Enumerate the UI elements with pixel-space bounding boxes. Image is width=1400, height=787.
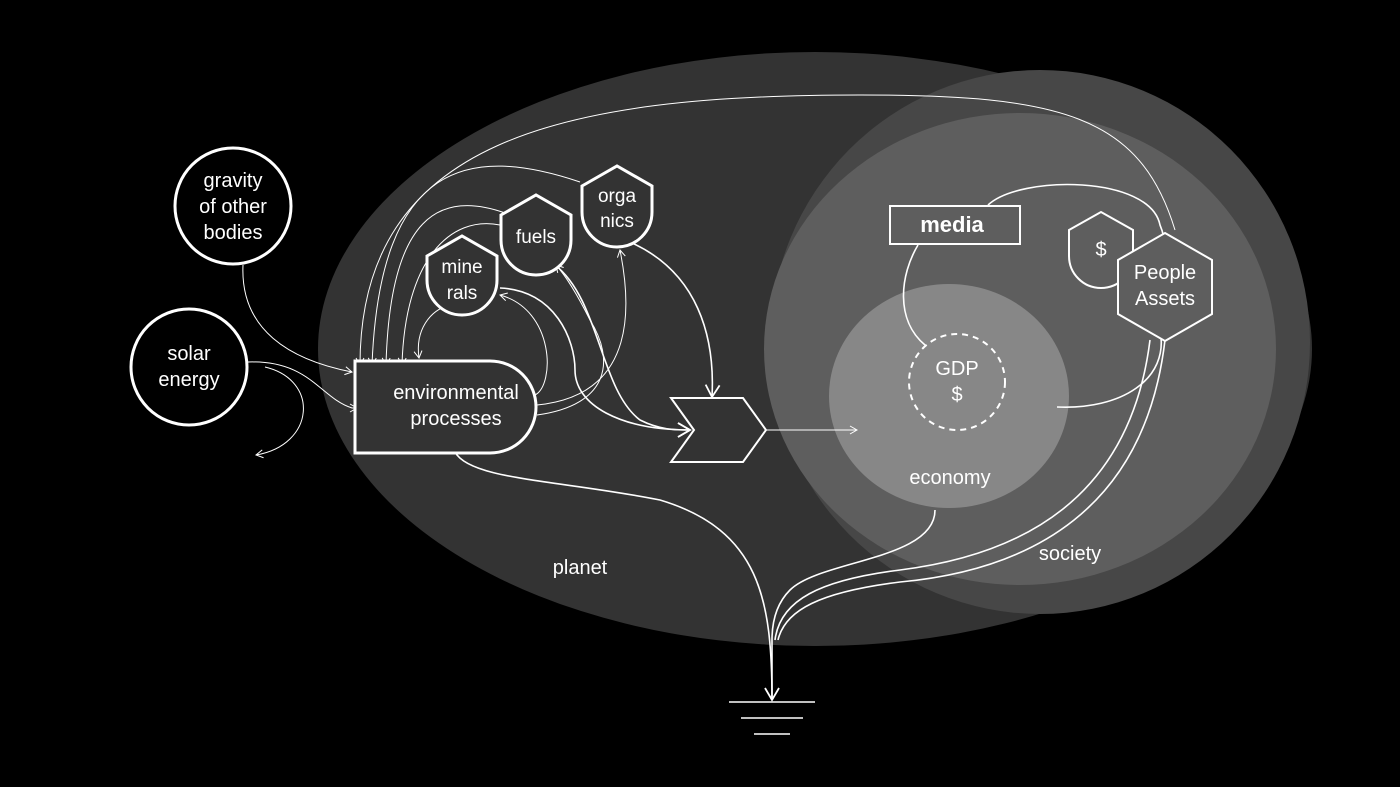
organics-node: orga nics	[580, 164, 654, 249]
fuels-label: fuels	[516, 227, 556, 248]
fuels-node: fuels	[499, 193, 573, 277]
planet-label: planet	[553, 557, 608, 579]
gravity-label-line3: bodies	[204, 222, 263, 244]
gravity-node: gravity of other bodies	[173, 146, 293, 266]
media-node: media	[889, 205, 1021, 245]
organics-label-line1: orga	[598, 186, 636, 207]
society-label: society	[1039, 543, 1101, 565]
solar-label-line1: solar	[167, 343, 211, 365]
solar-node: solar energy	[129, 307, 249, 427]
minerals-label-line2: rals	[447, 283, 478, 304]
environmental-label-line1: environmental	[393, 382, 519, 404]
people-assets-label-line1: People	[1134, 262, 1196, 284]
environmental-processes-node: environmental processes	[353, 359, 538, 455]
economy-region	[829, 284, 1069, 508]
gravity-label-line1: gravity	[204, 170, 263, 192]
converter-chevron-node	[669, 397, 768, 463]
organics-label-line2: nics	[600, 211, 634, 232]
media-label: media	[920, 212, 984, 237]
gravity-label-line2: of other	[199, 196, 267, 218]
environmental-label-line2: processes	[410, 408, 501, 430]
people-assets-node: People Assets	[1117, 231, 1213, 343]
dollar-label: $	[1095, 239, 1106, 261]
gdp-node: GDP $	[908, 333, 1006, 431]
people-assets-label-line2: Assets	[1135, 288, 1195, 310]
gdp-label-line1: GDP	[935, 358, 978, 380]
gdp-label-line2: $	[951, 384, 962, 406]
minerals-node: mine rals	[425, 234, 499, 317]
economy-label: economy	[909, 467, 990, 489]
solar-label-line2: energy	[158, 369, 219, 391]
ground-sink-icon	[729, 701, 815, 735]
minerals-label-line1: mine	[441, 257, 482, 278]
